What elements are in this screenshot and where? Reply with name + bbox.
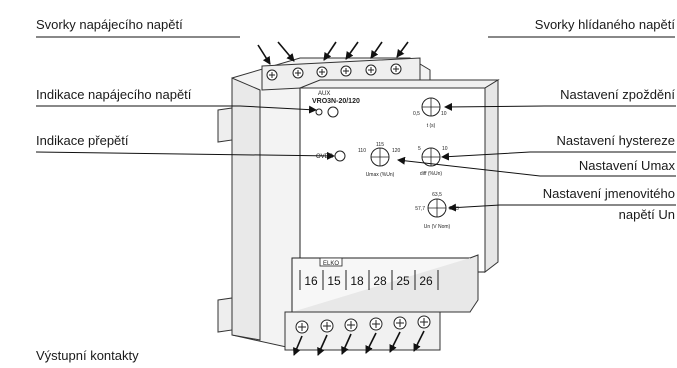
terminal-label-26: 26	[419, 274, 433, 288]
svg-text:t (s): t (s)	[427, 123, 436, 129]
label-supply-indication: Indikace napájecího napětí	[36, 87, 191, 103]
label-output-contacts: Výstupní kontakty	[36, 348, 139, 364]
label-monitored-terminals: Svorky hlídaného napětí	[535, 17, 675, 33]
svg-text:5: 5	[418, 146, 421, 152]
aux-label: AUX	[318, 91, 330, 97]
svg-text:63,5: 63,5	[432, 192, 442, 198]
label-supply-terminals: Svorky napájecího napětí	[36, 17, 183, 33]
svg-text:10: 10	[442, 146, 448, 152]
terminal-label-28: 28	[373, 274, 387, 288]
svg-text:Un (V Nom): Un (V Nom)	[424, 224, 451, 230]
terminal-label-18: 18	[350, 274, 364, 288]
svg-text:0,5: 0,5	[413, 111, 420, 117]
svg-text:Umax (%Un): Umax (%Un)	[366, 172, 395, 178]
delay-dial-icon	[422, 98, 440, 116]
svg-text:57,7: 57,7	[415, 206, 425, 212]
svg-text:110: 110	[358, 148, 366, 154]
over-label: OVER	[316, 154, 334, 160]
label-nominal-voltage-line2: napětí Un	[619, 207, 675, 223]
overvoltage-led-icon	[335, 151, 345, 161]
svg-text:120: 120	[392, 148, 401, 154]
terminal-label-15: 15	[327, 274, 341, 288]
svg-text:69,3: 69,3	[449, 206, 459, 212]
svg-text:10: 10	[441, 111, 447, 117]
label-overvoltage-indication: Indikace přepětí	[36, 133, 129, 149]
label-nominal-voltage-line1: Nastavení jmenovitého	[543, 186, 675, 202]
model-label: VRO3N-20/120	[312, 98, 360, 105]
svg-text:diff (%Un): diff (%Un)	[420, 171, 442, 177]
svg-text:ELKO: ELKO	[323, 261, 339, 267]
terminal-label-25: 25	[396, 274, 410, 288]
label-hysteresis-setting: Nastavení hystereze	[556, 133, 675, 149]
svg-text:115: 115	[376, 142, 384, 148]
label-umax-setting: Nastavení Umax	[579, 158, 675, 174]
label-delay-setting: Nastavení zpoždění	[560, 87, 675, 103]
nominal-voltage-dial-icon	[428, 199, 446, 217]
umax-dial-icon	[371, 148, 389, 166]
terminal-label-16: 16	[304, 274, 318, 288]
